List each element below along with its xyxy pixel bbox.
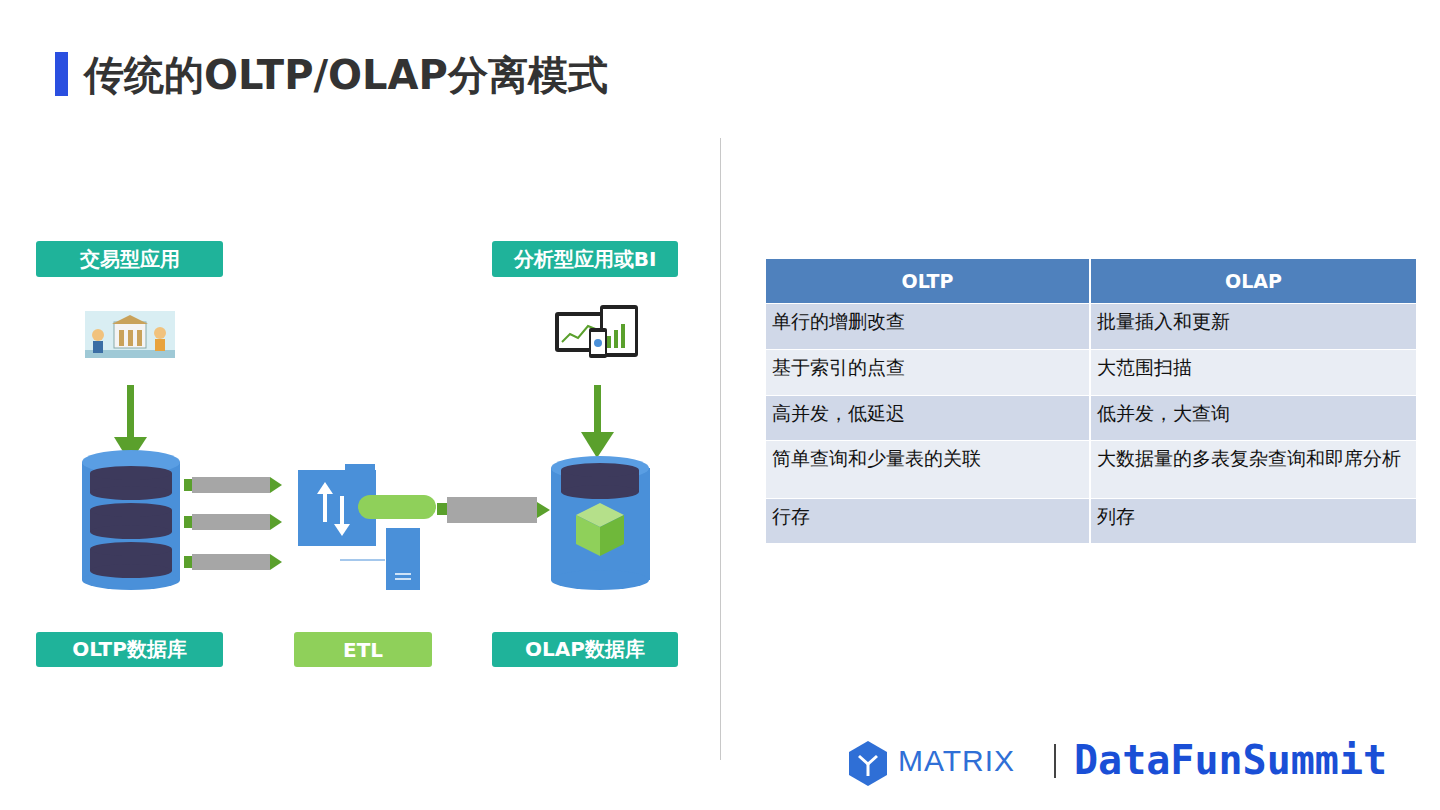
node-text: ETL [343,638,383,662]
cell-text: 高并发，低延迟 [772,402,905,424]
cell-text: 单行的增删改查 [772,310,905,332]
node-text: 交易型应用 [80,246,180,273]
app-label: 分析型应用或BI [492,241,678,277]
brand-text: MATRIX [898,744,1015,778]
node-text: 分析型应用或BI [514,246,657,273]
table-cell: 简单查询和少量表的关联 [766,441,1091,499]
table-cell: 大范围扫描 [1091,350,1416,396]
title-bar [55,52,68,96]
app-icon [85,311,175,358]
cell-text: OLAP [1225,270,1282,293]
table-cell: 批量插入和更新 [1091,304,1416,350]
table-cell: 列存 [1091,499,1416,544]
cell-text: 低并发，大查询 [1097,402,1230,424]
divider [720,138,721,760]
cell-text: 列存 [1097,505,1135,527]
cell-text: 批量插入和更新 [1097,310,1230,332]
cell-text: 基于索引的点查 [772,356,905,378]
brand-text: DataFunSummit [1074,737,1387,783]
etl-icon [298,464,436,590]
table-cell: 大数据量的多表复杂查询和即席分析 [1091,441,1416,499]
cell-text: OLTP [902,270,954,293]
green-arrow [114,385,614,463]
olap-cylinder [551,456,650,590]
oltp-cylinder [82,450,180,590]
table-cell: 行存 [766,499,1091,544]
db-label: OLTP数据库 [36,632,223,667]
table-cell: 单行的增删改查 [766,304,1091,350]
db-label: OLAP数据库 [492,632,678,667]
table-cell: 高并发，低延迟 [766,396,1091,441]
node-text: OLTP数据库 [72,636,187,663]
table-header: OLTP [766,259,1091,304]
devices-icon [555,305,638,358]
etl-label: ETL [294,632,432,667]
separator [1054,744,1056,778]
cell-text: 大数据量的多表复杂查询和即席分析 [1097,447,1401,469]
cell-text: 行存 [772,505,810,527]
table-cell: 低并发，大查询 [1091,396,1416,441]
table-cell: 基于索引的点查 [766,350,1091,396]
matrix-logo [849,741,1055,786]
cell-text: 大范围扫描 [1097,356,1192,378]
app-label: 交易型应用 [36,241,223,277]
title: 传统的OLTP/OLAP分离模式 [84,48,608,103]
node-text: OLAP数据库 [525,636,645,663]
cell-text: 简单查询和少量表的关联 [772,447,981,469]
table-header: OLAP [1091,259,1416,304]
